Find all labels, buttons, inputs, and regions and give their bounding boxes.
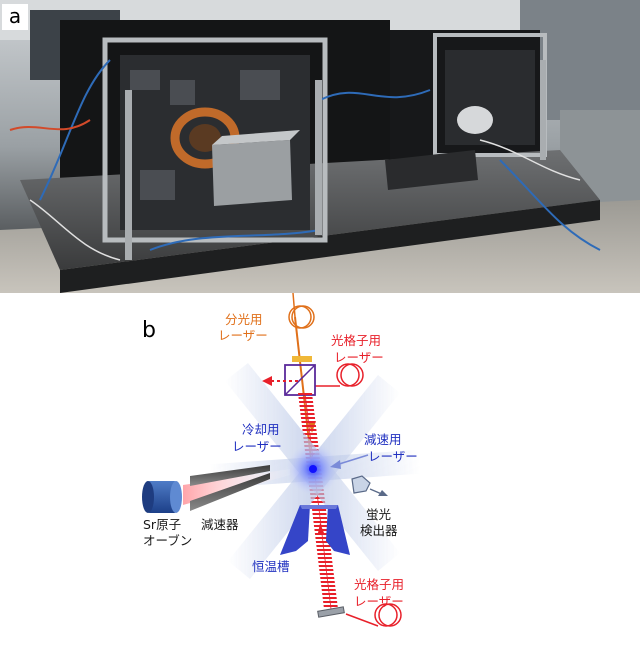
label-fluorescence-detector-line2: 検出器 xyxy=(360,523,398,538)
schematic-svg: b xyxy=(142,292,421,627)
atom-cloud-core xyxy=(309,465,317,473)
fiber-coil-lattice-top-icon xyxy=(315,363,364,387)
panel-b-label: b xyxy=(142,318,156,343)
schematic-diagram: b xyxy=(0,292,640,650)
lattice-beam-up-arrow-icon xyxy=(318,523,324,533)
lab-photograph: a xyxy=(0,0,640,293)
label-sr-oven-line1: Sr原子 xyxy=(143,517,181,532)
label-lattice-laser-bottom-line1: 光格子用 xyxy=(354,577,404,592)
top-waveplate xyxy=(292,356,312,362)
bottom-mirror-icon xyxy=(317,606,345,618)
label-thermostat: 恒温槽 xyxy=(252,559,290,574)
fluorescence-detector-icon xyxy=(351,475,388,496)
label-spectroscopy-laser-line1: 分光用 xyxy=(225,312,263,327)
label-cooling-laser-line1: 冷却用 xyxy=(242,422,280,437)
reflected-lattice-arrow-icon xyxy=(262,376,298,386)
sr-oven-icon xyxy=(142,481,182,513)
label-deceleration-laser-line1: 減速用 xyxy=(364,432,402,447)
label-sr-oven-line2: オーブン xyxy=(143,533,192,548)
thermostat-icon xyxy=(280,505,350,555)
label-lattice-laser-top-line1: 光格子用 xyxy=(331,333,381,348)
lab-photograph-illustration xyxy=(0,0,640,293)
panel-a-label: a xyxy=(2,4,28,30)
fiber-coil-spectroscopy-icon xyxy=(288,292,315,329)
fiber-coil-lattice-bottom-icon xyxy=(345,603,402,627)
zeeman-slower-icon xyxy=(190,465,270,511)
label-lattice-laser-bottom-line2: レーザー xyxy=(354,594,404,609)
label-spectroscopy-laser-line2: レーザー xyxy=(218,328,268,343)
label-cooling-laser-line2: レーザー xyxy=(232,439,282,454)
label-deceleration-laser-line2: レーザー xyxy=(368,449,418,464)
label-zeeman-slower: 減速器 xyxy=(201,517,239,532)
deceleration-laser-arrow-icon xyxy=(330,454,369,469)
label-fluorescence-detector-line1: 蛍光 xyxy=(366,507,391,522)
lattice-beam-center xyxy=(304,392,332,610)
label-lattice-laser-top-line2: レーザー xyxy=(334,350,384,365)
